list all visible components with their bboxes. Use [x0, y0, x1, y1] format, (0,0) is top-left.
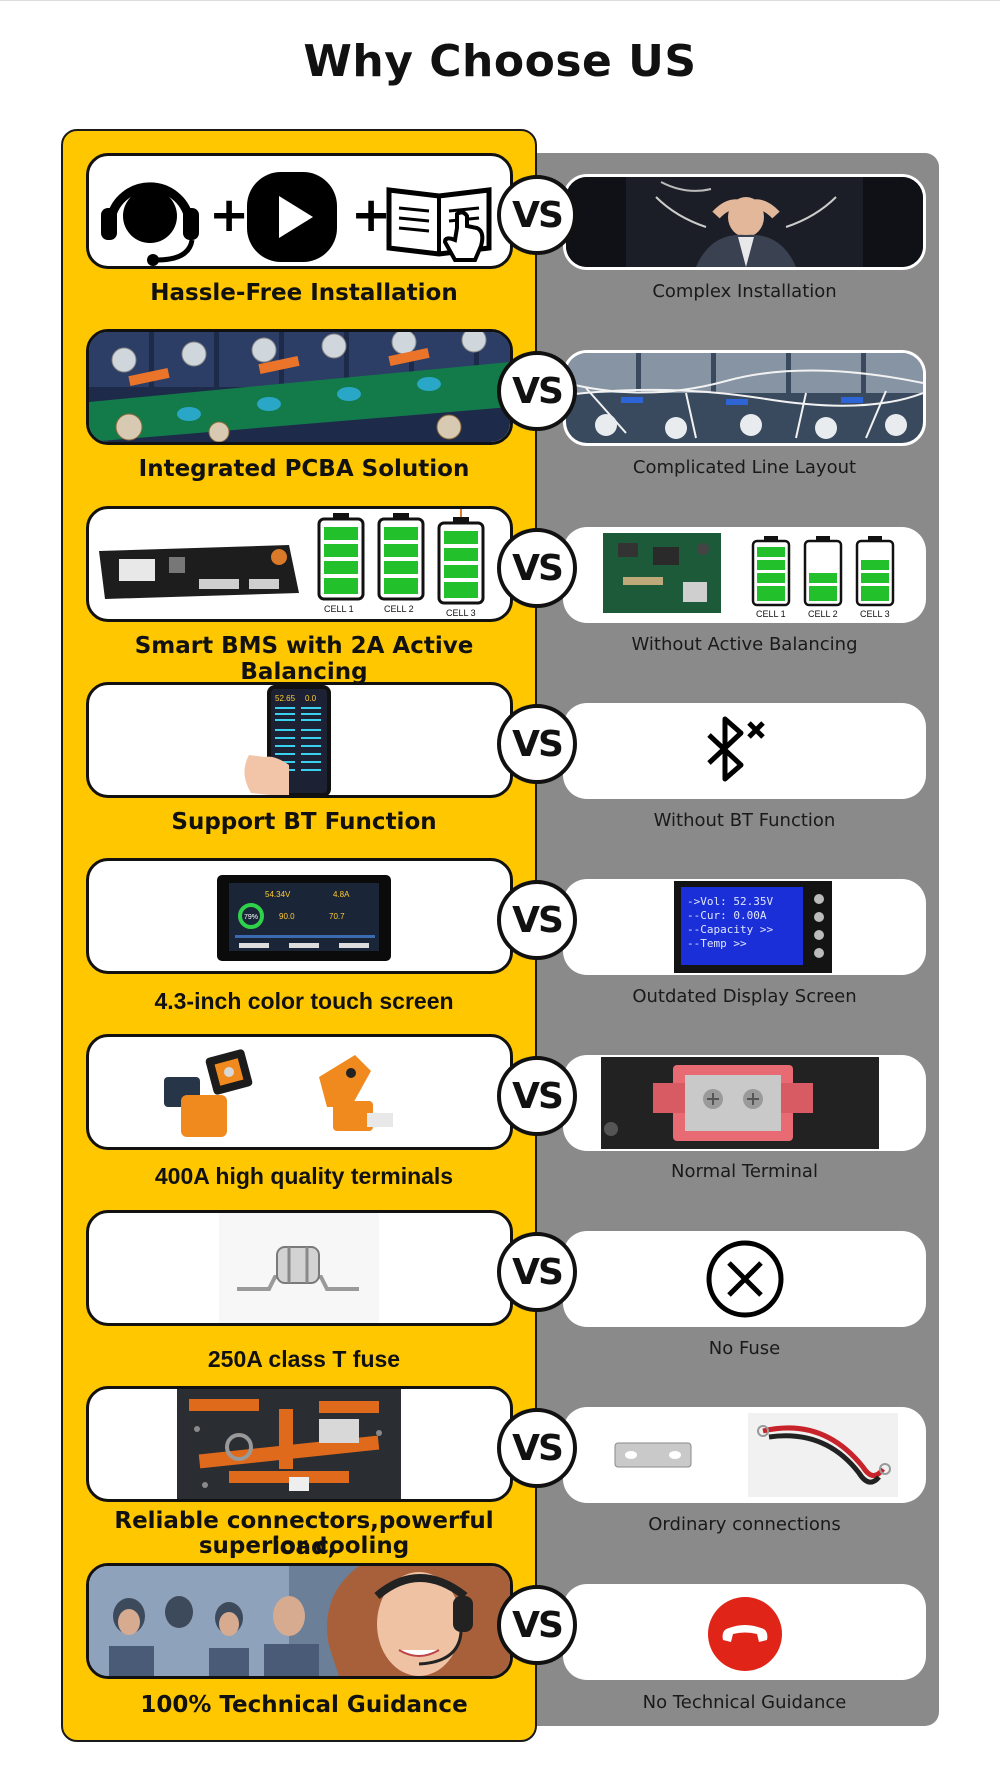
touch-current: 4.8A: [333, 890, 350, 899]
lcd-line: --Cur: 0.00A: [687, 909, 767, 922]
lcd-line: --Capacity >>: [687, 923, 773, 936]
phone-voltage: 52.65: [275, 694, 296, 703]
competitor-label: Ordinary connections: [648, 1514, 841, 1535]
feature-label: Hassle-Free Installation: [150, 280, 458, 306]
no-guidance-card: [563, 1584, 926, 1680]
plus-sign: +: [209, 187, 249, 243]
battery-cell-3: CELL 3: [855, 536, 895, 619]
touch-value-a: 90.0: [279, 912, 295, 921]
passive-bms-card: CELL 1 CELL 2 CELL 3: [563, 527, 926, 623]
headset-icon: [101, 182, 199, 266]
competitor-label: Without BT Function: [653, 810, 836, 831]
class-t-fuse: [237, 1246, 359, 1291]
vs-badge: VS: [497, 175, 577, 255]
bms-board: [99, 545, 299, 599]
lcd-module: ->Vol: 52.35V --Cur: 0.00A --Capacity >>…: [674, 881, 832, 973]
terminal-connector-single: [319, 1055, 393, 1131]
integrated-pcba-photo: [86, 329, 513, 445]
smart-bms-card: CELL 1 CELL 2 CELL 3: [86, 506, 513, 622]
vs-badge: VS: [497, 351, 577, 431]
cell-label: CELL 3: [446, 608, 476, 618]
vs-badge: VS: [497, 1585, 577, 1665]
complex-installation-photo: [563, 174, 926, 270]
vs-badge: VS: [497, 1408, 577, 1488]
competitor-label: Complicated Line Layout: [632, 457, 857, 478]
touch-value-b: 70.7: [329, 912, 345, 921]
phone-current: 0.0: [305, 694, 317, 703]
competitor-label: Normal Terminal: [671, 1161, 818, 1182]
normal-terminal-card: [563, 1055, 926, 1151]
manual-icon: [386, 187, 492, 262]
feature-label: 250A class T fuse: [207, 1346, 401, 1372]
connectors-cooling-photo: [86, 1386, 513, 1502]
lcd-line: ->Vol: 52.35V: [687, 895, 773, 908]
bt-app-card: 52.65 0.0: [86, 682, 513, 798]
no-fuse-icon: [706, 1240, 784, 1318]
battery-cell-2: CELL 2: [803, 536, 843, 619]
cell-label: CELL 2: [384, 604, 414, 614]
normal-terminal-block: [653, 1065, 813, 1141]
cell-label: CELL 1: [324, 604, 354, 614]
vs-badge: VS: [497, 880, 577, 960]
competitor-label: No Technical Guidance: [642, 1692, 847, 1713]
touch-soc: 79%: [244, 914, 258, 921]
competitor-label: Outdated Display Screen: [632, 986, 857, 1007]
outdated-screen-card: ->Vol: 52.35V --Cur: 0.00A --Capacity >>…: [563, 879, 926, 975]
cell-label: CELL 2: [808, 609, 838, 619]
battery-cell-1: CELL 1: [317, 513, 365, 614]
feature-label: 100% Technical Guidance: [140, 1692, 468, 1718]
battery-cell-2: CELL 2: [377, 513, 425, 614]
feature-label: Integrated PCBA Solution: [138, 456, 470, 482]
cell-label: CELL 1: [756, 609, 786, 619]
complicated-line-photo: [563, 350, 926, 446]
metal-bus-bar: [614, 1442, 692, 1468]
bluetooth-off-icon: [707, 716, 765, 782]
installation-support-card: + +: [86, 153, 513, 269]
vs-badge: VS: [497, 1056, 577, 1136]
ordinary-connections-card: [563, 1407, 926, 1503]
vs-badge: VS: [497, 1232, 577, 1312]
no-bt-card: [563, 703, 926, 799]
terminals-card: [86, 1034, 513, 1150]
terminal-connector-set: [164, 1049, 253, 1137]
feature-label-continued: superior cooling: [198, 1533, 410, 1559]
cell-label: CELL 3: [860, 609, 890, 619]
competitor-label: Without Active Balancing: [631, 634, 858, 655]
green-pcb: [603, 533, 721, 613]
no-fuse-card: [563, 1231, 926, 1327]
class-t-fuse-card: [86, 1210, 513, 1326]
lcd-line: --Temp >>: [687, 937, 747, 950]
page-title: Why Choose US: [303, 36, 697, 87]
competitor-label: No Fuse: [708, 1338, 781, 1359]
feature-label: Reliable connectors,powerful load,: [114, 1508, 494, 1560]
feature-label: Support BT Function: [171, 809, 437, 835]
touch-screen-card: 54.34V 4.8A 79% 90.0 70.7: [86, 858, 513, 974]
feature-label: 4.3-inch color touch screen: [154, 988, 454, 1014]
competitor-label: Complex Installation: [652, 281, 837, 302]
color-touch-display: 54.34V 4.8A 79% 90.0 70.7: [217, 875, 391, 961]
battery-cell-1: CELL 1: [751, 536, 791, 619]
touch-voltage: 54.34V: [265, 890, 291, 899]
hand: [244, 755, 289, 795]
play-icon: [247, 172, 337, 262]
hang-up-icon: [708, 1597, 782, 1671]
feature-label: 400A high quality terminals: [154, 1163, 454, 1189]
vs-badge: VS: [497, 704, 577, 784]
battery-cell-3: CELL 3: [437, 509, 485, 618]
feature-label: Smart BMS with 2A Active Balancing: [134, 633, 474, 685]
plus-sign: +: [351, 187, 391, 243]
vs-badge: VS: [497, 528, 577, 608]
red-black-cables: [757, 1425, 891, 1485]
top-divider: [0, 0, 1000, 1]
technical-guidance-photo: [86, 1563, 513, 1679]
